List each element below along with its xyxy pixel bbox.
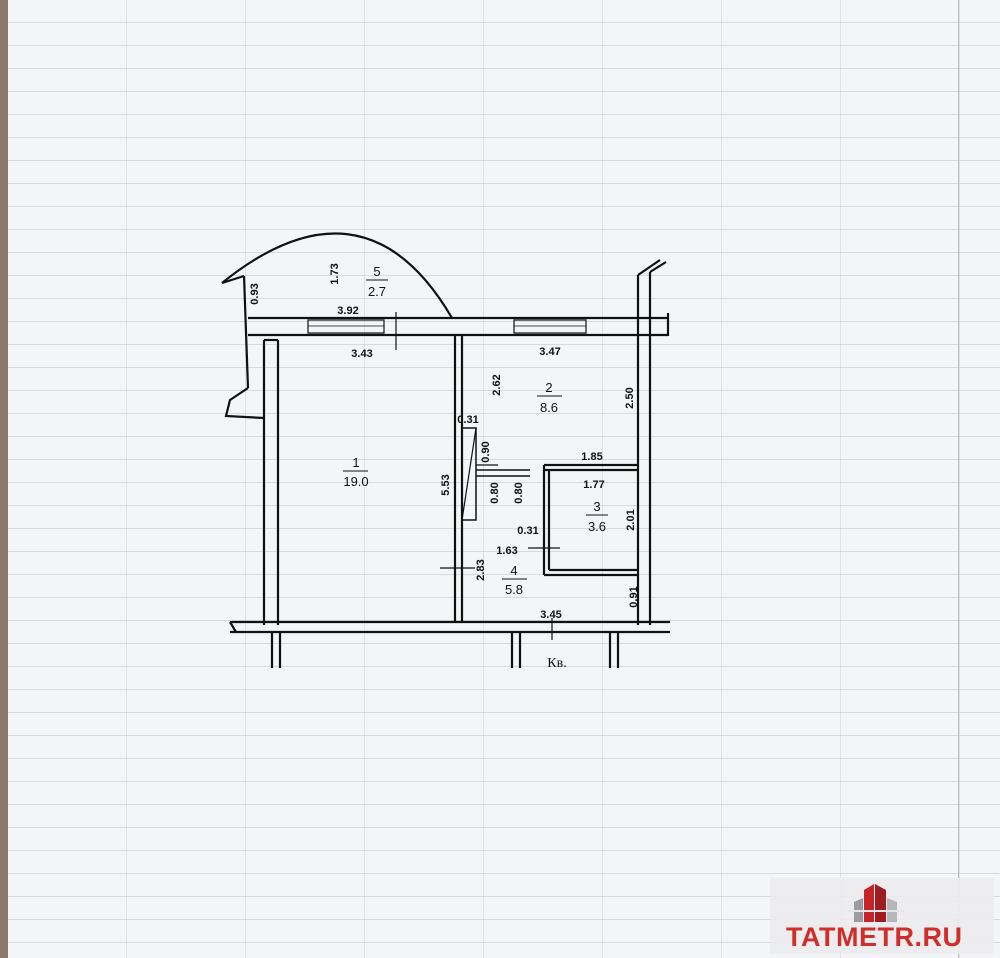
room-1-area: 19.0 [343, 474, 368, 489]
dimension-label: 0.91 [628, 586, 640, 607]
apartment-label: Кв. [547, 656, 566, 671]
room-4-area: 5.8 [505, 582, 523, 597]
room-labels: 5 2.7 2 8.6 1 19.0 3 3.6 4 5.8 [343, 264, 606, 597]
dimension-label: 2.83 [475, 559, 487, 580]
dimension-label: 3.45 [540, 609, 561, 621]
dimension-label: 0.31 [457, 414, 478, 426]
dimension-label: 0.93 [249, 283, 261, 304]
dimension-label: 1.77 [583, 479, 604, 491]
room-3-area: 3.6 [588, 519, 606, 534]
dimension-label: 1.85 [581, 451, 602, 463]
dimension-label: 5.53 [440, 474, 452, 495]
room-number-underlines [343, 279, 608, 580]
watermark-logo: TATMETR.RU [770, 878, 994, 954]
walls [221, 232, 670, 668]
dimension-ticks [440, 464, 560, 640]
building-icon [848, 884, 904, 922]
watermark-text: TATMETR.RU [786, 922, 963, 952]
dimension-label: 1.63 [496, 545, 517, 557]
room-2-area: 8.6 [540, 400, 558, 415]
dimension-label: 0.80 [513, 482, 525, 503]
paper-sheet [8, 0, 1000, 958]
dimension-label: 2.01 [625, 509, 637, 530]
dimension-label: 3.47 [539, 346, 560, 358]
dimension-label: 1.73 [329, 263, 341, 284]
room-5-number: 5 [373, 264, 380, 279]
dimension-label: 0.80 [489, 482, 501, 503]
dimension-label: 0.90 [480, 441, 492, 462]
room-2-number: 2 [545, 380, 552, 395]
dimension-label: 2.50 [624, 387, 636, 408]
dimension-label: 3.43 [351, 348, 372, 360]
room-1-number: 1 [352, 455, 359, 470]
room-5-area: 2.7 [368, 284, 386, 299]
dimension-label: 0.31 [517, 525, 538, 537]
dimension-labels: 0.93 1.73 3.92 3.43 3.47 2.62 2.50 0.31 … [249, 263, 640, 621]
sheet-margin-line [958, 0, 959, 958]
room-4-number: 4 [510, 563, 517, 578]
room-3-number: 3 [593, 499, 600, 514]
dimension-label: 3.92 [337, 305, 358, 317]
dimension-label: 2.62 [491, 374, 503, 395]
